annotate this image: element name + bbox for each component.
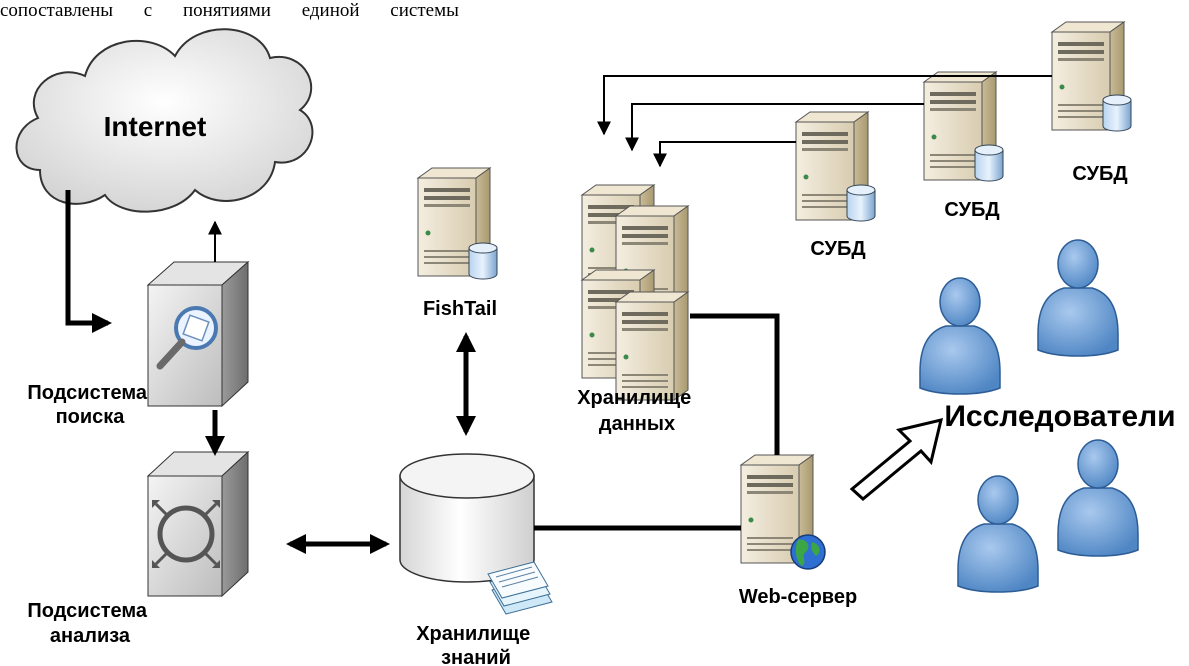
dbms-node-2: СУБД bbox=[923, 71, 1004, 221]
search-label-line-2: поиска bbox=[56, 406, 126, 428]
search-label-line-1: Подсистема bbox=[27, 382, 147, 404]
internet-to-search-arrow bbox=[65, 190, 112, 333]
internet-cloud: Internet bbox=[15, 28, 314, 213]
person-icon bbox=[1057, 439, 1139, 557]
database-icon bbox=[399, 453, 535, 583]
dbms-3-to-data-store-arrow bbox=[597, 75, 1052, 136]
analysis-subsystem: Подсистема анализа bbox=[27, 450, 250, 647]
dbms-3-cylinder-icon bbox=[1102, 94, 1132, 132]
knowledge-label-line-2: знаний bbox=[441, 647, 511, 666]
analysis-label-line-2: анализа bbox=[50, 625, 131, 647]
search-server-icon bbox=[146, 260, 250, 408]
search-subsystem-label: Подсистема поиска bbox=[27, 382, 152, 428]
dbms-1-label: СУБД bbox=[810, 238, 865, 260]
cloud-icon bbox=[15, 28, 314, 213]
dbms-node-3: СУБД bbox=[1051, 21, 1132, 185]
web-server-node: Web-сервер bbox=[739, 454, 857, 608]
globe-icon bbox=[790, 534, 826, 570]
data-store-label: Хранилище данных bbox=[577, 387, 697, 435]
dbms-2-cylinder-icon bbox=[974, 144, 1004, 182]
person-icon bbox=[957, 475, 1039, 593]
caption-text: сопоставлены с понятиями единой системы bbox=[0, 0, 459, 21]
data-store-label-line-2: данных bbox=[599, 413, 675, 435]
knowledge-store-label: Хранилище знаний bbox=[416, 623, 536, 666]
web-server-label: Web-сервер bbox=[739, 586, 857, 608]
data-store-web-link bbox=[690, 313, 780, 455]
fishtail-database-icon bbox=[468, 242, 498, 280]
knowledge-label-line-1: Хранилище bbox=[416, 623, 530, 645]
fishtail-label: FishTail bbox=[423, 298, 497, 320]
person-icon bbox=[1037, 239, 1119, 357]
dbms-3-label: СУБД bbox=[1072, 163, 1127, 185]
hollow-arrow-icon bbox=[849, 417, 944, 501]
analysis-subsystem-label: Подсистема анализа bbox=[27, 600, 152, 647]
internet-label: Internet bbox=[104, 111, 207, 142]
analysis-server-icon bbox=[146, 450, 250, 598]
dbms-node-1: СУБД bbox=[795, 111, 876, 260]
dbms-2-to-data-store-arrow bbox=[625, 103, 924, 152]
data-store-label-line-1: Хранилище bbox=[577, 387, 691, 409]
search-subsystem: Подсистема поиска bbox=[27, 260, 250, 428]
data-store-cluster-icon bbox=[581, 184, 689, 401]
fishtail-node: FishTail bbox=[417, 167, 498, 320]
researchers-label: Исследователи bbox=[944, 400, 1175, 433]
data-store: Хранилище данных bbox=[577, 184, 697, 435]
analysis-label-line-1: Подсистема bbox=[27, 600, 147, 622]
knowledge-store: Хранилище знаний bbox=[399, 453, 553, 666]
researchers-group: Исследователи bbox=[919, 239, 1176, 593]
person-icon bbox=[919, 277, 1001, 395]
dbms-1-cylinder-icon bbox=[846, 184, 876, 222]
dbms-2-label: СУБД bbox=[944, 199, 999, 221]
document-stack-icon bbox=[487, 561, 553, 615]
dbms-1-to-data-store-arrow bbox=[653, 141, 796, 168]
